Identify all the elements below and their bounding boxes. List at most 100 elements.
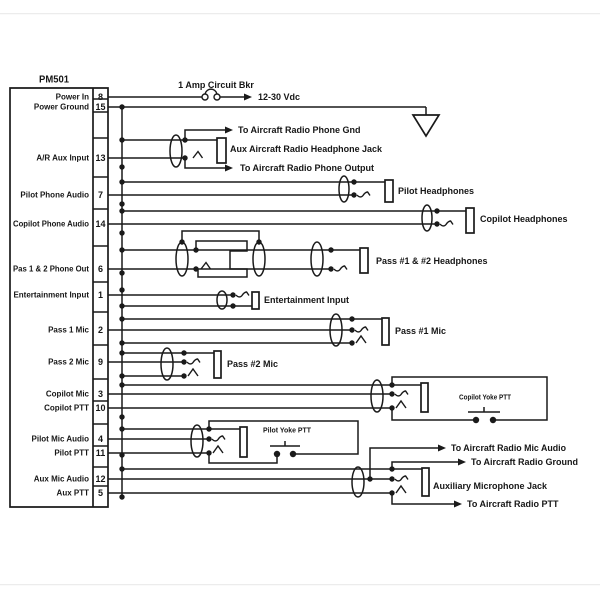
pin-number: 14 bbox=[95, 219, 105, 229]
tip-contact bbox=[333, 265, 348, 272]
annotation-labels: 1 Amp Circuit Bkr 12-30 Vdc To Aircraft … bbox=[178, 80, 578, 509]
jack-bar bbox=[251, 291, 260, 310]
copilot-yoke-ptt-label: Copilot Yoke PTT bbox=[459, 395, 512, 402]
group-entertainment bbox=[108, 290, 260, 310]
jack-bar bbox=[239, 426, 248, 458]
power-circuit bbox=[108, 88, 441, 138]
jack-bar bbox=[465, 207, 475, 234]
cable-shield bbox=[329, 313, 343, 347]
cable-shield bbox=[169, 134, 183, 168]
radio-ground-label: To Aircraft Radio Ground bbox=[471, 457, 578, 467]
pin-label: Pas 1 & 2 Phone Out bbox=[13, 265, 89, 274]
radio-ptt-label: To Aircraft Radio PTT bbox=[467, 499, 559, 509]
pin-labels: Power In Power Ground A/R Aux Input Pilo… bbox=[13, 93, 90, 498]
tip-contact bbox=[394, 475, 409, 482]
phone-output-label: To Aircraft Radio Phone Output bbox=[240, 163, 374, 173]
pass-headphones-label: Pass #1 & #2 Headphones bbox=[376, 256, 488, 266]
jack-bar bbox=[384, 179, 394, 203]
chassis-ground-icon bbox=[411, 114, 441, 138]
jack-bar bbox=[381, 317, 390, 346]
pin-label: Power In bbox=[56, 93, 89, 102]
cable-shield bbox=[160, 347, 174, 381]
tip-contact bbox=[439, 220, 454, 227]
ptt-contact bbox=[187, 367, 199, 377]
page-edge-bottom bbox=[0, 584, 600, 586]
connector-box bbox=[9, 87, 109, 508]
pin-label: Copilot Mic bbox=[46, 390, 90, 399]
pin-number: 12 bbox=[95, 474, 105, 484]
pin-label: Copilot PTT bbox=[44, 404, 89, 413]
ptt-contact bbox=[212, 444, 224, 454]
cable-shield bbox=[310, 241, 324, 277]
pin-cell-ticks bbox=[93, 98, 108, 487]
device-title: PM501 bbox=[39, 75, 69, 86]
pin-label: Pilot Phone Audio bbox=[20, 191, 89, 200]
pin-label: Pass 2 Mic bbox=[48, 358, 89, 367]
pin-number: 15 bbox=[95, 102, 105, 112]
pilot-yoke-ptt-label: Pilot Yoke PTT bbox=[263, 428, 312, 435]
group-pass-phone-out bbox=[108, 230, 369, 278]
group-pass2-mic bbox=[108, 347, 222, 381]
tip-contact bbox=[200, 261, 212, 270]
pin-label: Aux Mic Audio bbox=[34, 475, 89, 484]
pin-label: A/R Aux Input bbox=[36, 154, 89, 163]
jack-silhouette bbox=[195, 240, 248, 278]
pin-number: 7 bbox=[98, 190, 103, 200]
pin-label: Pilot Mic Audio bbox=[32, 435, 90, 444]
jack-bar bbox=[420, 382, 429, 413]
tip-contact bbox=[235, 291, 250, 298]
pass2-mic-jack-label: Pass #2 Mic bbox=[227, 359, 278, 369]
tip-contact bbox=[186, 358, 201, 365]
junction-dots bbox=[119, 104, 497, 500]
pin-number: 10 bbox=[95, 403, 105, 413]
pin-label: Aux PTT bbox=[57, 489, 90, 498]
cable-shield bbox=[175, 241, 189, 277]
aux-mic-jack-label: Auxiliary Microphone Jack bbox=[433, 481, 548, 491]
jack-bar bbox=[213, 350, 222, 379]
pin-number: 3 bbox=[98, 389, 103, 399]
pin-label: Pass 1 Mic bbox=[48, 326, 89, 335]
circuit-breaker-icon bbox=[204, 88, 218, 95]
group-aux-mic-radio bbox=[108, 444, 466, 508]
breaker-terminal bbox=[201, 93, 209, 101]
pin-number: 4 bbox=[98, 434, 103, 444]
radio-mic-audio-label: To Aircraft Radio Mic Audio bbox=[451, 443, 566, 453]
jack-bar bbox=[359, 247, 369, 274]
pin-number: 8 bbox=[98, 92, 103, 102]
cable-shield bbox=[252, 241, 266, 277]
tip-contact bbox=[394, 390, 409, 397]
cable-shield bbox=[370, 379, 384, 413]
pin-number: 11 bbox=[96, 448, 106, 458]
jack-bar bbox=[421, 467, 430, 497]
tip-contact bbox=[192, 150, 204, 159]
page-edge-top bbox=[0, 13, 600, 15]
power-supply-label: 12-30 Vdc bbox=[258, 92, 300, 102]
breaker-label: 1 Amp Circuit Bkr bbox=[178, 80, 254, 90]
group-copilot-mic-ptt bbox=[108, 376, 548, 421]
pin-number: 9 bbox=[98, 357, 103, 367]
aux-headphone-jack-label: Aux Aircraft Radio Headphone Jack bbox=[230, 144, 383, 154]
cable-shield bbox=[190, 424, 204, 458]
jack-bar bbox=[216, 137, 227, 164]
cable-shield bbox=[421, 204, 433, 232]
group-ar-aux-input bbox=[108, 126, 233, 172]
pin-label: Entertainment Input bbox=[13, 291, 89, 300]
pin-number: 6 bbox=[98, 264, 103, 274]
ptt-contact bbox=[355, 334, 367, 344]
pin-number: 1 bbox=[98, 290, 103, 300]
copilot-headphones-label: Copilot Headphones bbox=[480, 214, 568, 224]
group-copilot-headphones bbox=[108, 204, 475, 234]
ptt-contact bbox=[395, 484, 407, 494]
tip-contact bbox=[354, 326, 369, 333]
pin-number: 5 bbox=[98, 488, 103, 498]
pass1-mic-jack-label: Pass #1 Mic bbox=[395, 326, 446, 336]
entertainment-jack-label: Entertainment Input bbox=[264, 295, 349, 305]
ptt-switch-icon bbox=[468, 407, 500, 413]
pin-label: Pilot PTT bbox=[54, 449, 89, 458]
pin-number: 13 bbox=[95, 153, 105, 163]
pilot-headphones-label: Pilot Headphones bbox=[398, 186, 474, 196]
group-pass1-mic bbox=[108, 313, 390, 347]
pin-label: Power Ground bbox=[34, 103, 89, 112]
ptt-contact bbox=[395, 399, 407, 409]
